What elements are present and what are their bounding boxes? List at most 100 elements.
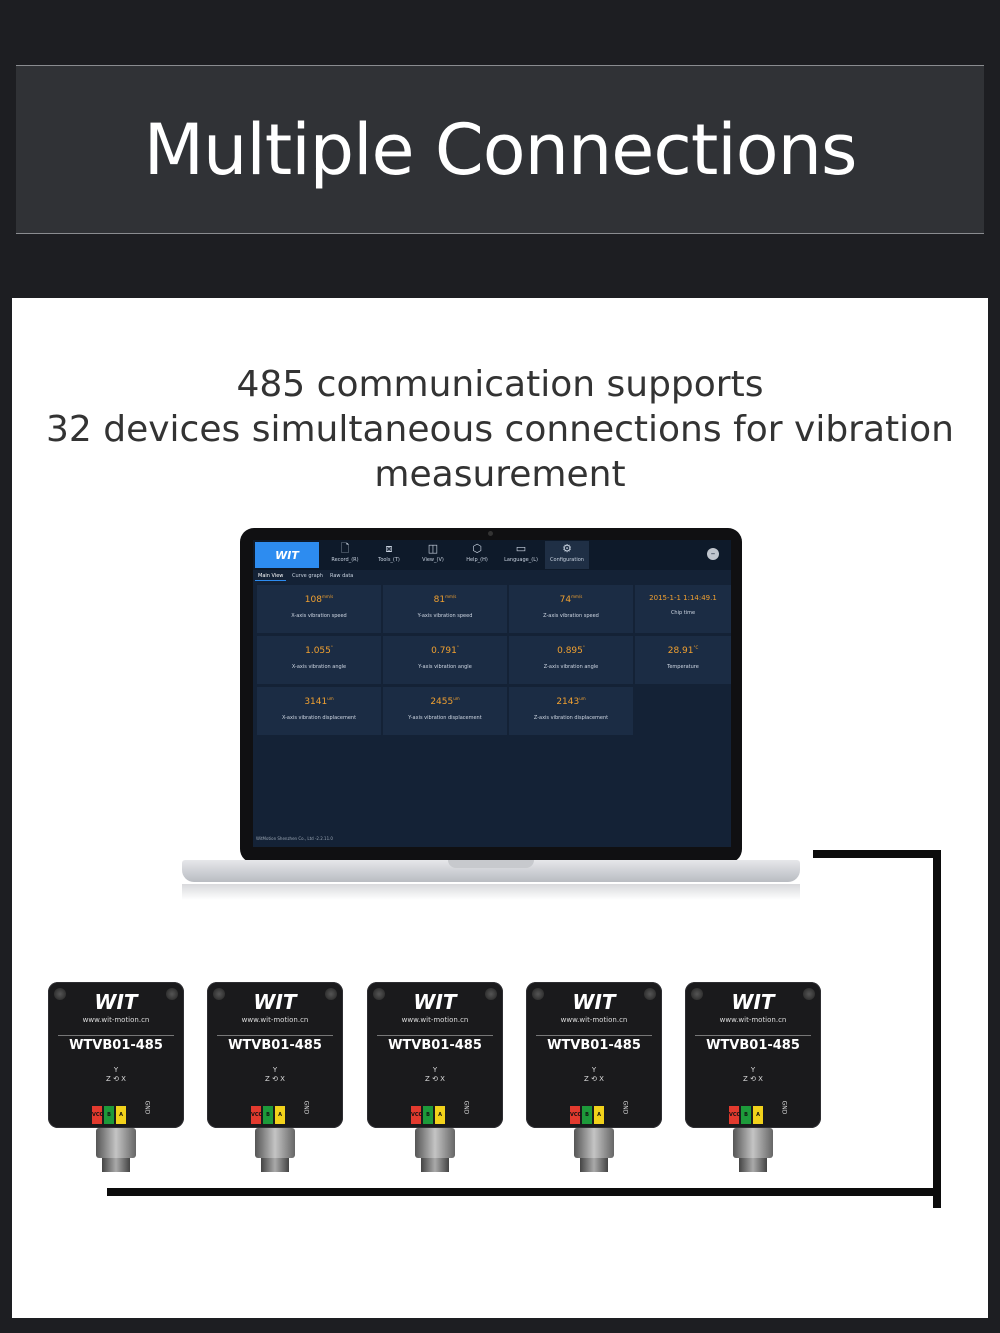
toolbar-language[interactable]: ▭Language_(L) [499,541,543,569]
pin-label: VCC [251,1106,262,1124]
minimize-button[interactable]: – [707,548,719,560]
app-toolbar: WIT 🗋Record_(R) ⧈Tools_(T) ◫View_(V) ⬡He… [253,540,731,570]
axis-y-label: Y [113,1066,119,1074]
cable-bus [107,1188,941,1196]
card-unit: ° [330,645,333,650]
sensor-model: WTVB01-485 [547,1038,641,1053]
toolbar-tools[interactable]: ⧈Tools_(T) [367,541,411,569]
cable-right-vertical [933,850,941,1208]
card-unit: mm/s [321,594,334,599]
tab-raw-data[interactable]: Raw data [330,573,354,579]
sensor-model: WTVB01-485 [228,1038,322,1053]
cable-gland-nut [739,1158,767,1172]
title-banner: Multiple Connections [16,65,984,234]
divider [377,1035,493,1036]
axis-y-label: Y [432,1066,438,1074]
tab-curve-graph[interactable]: Curve graph [292,573,323,579]
laptop-shadow [182,884,800,900]
screw-icon [54,988,66,1000]
screw-icon [803,988,815,1000]
pin-label: A [435,1106,445,1124]
pin-label: B [423,1106,433,1124]
gear-icon: ⚙ [562,542,572,555]
sensor-model: WTVB01-485 [706,1038,800,1053]
cable-gland-nut [261,1158,289,1172]
card-unit: ° [456,645,459,650]
screw-icon [644,988,656,1000]
card-x-angle: 1.055°X-axis vibration angle [257,636,381,684]
axis-zx-label: Z ⟲ X [743,1075,763,1083]
toolbar-configuration[interactable]: ⚙ Configuration [545,541,589,569]
axis-zx-label: Z ⟲ X [265,1075,285,1083]
card-label: X-axis vibration speed [291,613,347,619]
file-icon: 🗋 [340,542,350,555]
card-y-angle: 0.791° Y-axis vibration angle [383,636,507,684]
toolbar-record-label: Record_(R) [331,557,359,563]
axis-zx-label: Z ⟲ X [584,1075,604,1083]
screw-icon [485,988,497,1000]
card-label: X-axis vibration displacement [281,715,357,721]
divider [536,1035,652,1036]
page-title: Multiple Connections [143,108,858,191]
toolbar-record[interactable]: 🗋 Record_(R) [323,541,367,569]
card-unit: mm/s [571,594,583,599]
screw-icon [213,988,225,1000]
pin-label: A [275,1106,285,1124]
cable-gland [733,1128,773,1158]
sensor-url: www.wit-motion.cn [82,1016,150,1024]
card-label: Y-axis vibration speed [417,613,473,619]
subtitle-line-1: 485 communication supports [236,364,764,405]
toolbar-help[interactable]: ⬡Help_(H) [455,541,499,569]
pin-gnd-label: GND [302,1100,310,1115]
screw-icon [691,988,703,1000]
pin-label: VCC [570,1106,581,1124]
laptop-notch [448,860,534,868]
laptop-screen: WIT 🗋Record_(R) ⧈Tools_(T) ◫View_(V) ⬡He… [253,540,731,847]
toolbar-help-label: Help_(H) [466,557,488,563]
sensor-url: www.wit-motion.cn [401,1016,469,1024]
cable-gland [415,1128,455,1158]
pin-gnd-label: GND [462,1100,470,1115]
divider [217,1035,333,1036]
screw-icon [325,988,337,1000]
pin-label: VCC [411,1106,422,1124]
toolbar-view[interactable]: ◫View_(V) [411,541,455,569]
card-label: Y-axis vibration displacement [408,715,482,721]
card-label: Z-axis vibration speed [543,613,599,619]
card-value: 2143 [556,697,580,707]
sensor-logo: WIT [572,990,616,1014]
toolbar-configuration-label: Configuration [550,557,584,563]
screw-icon [532,988,544,1000]
subtitle-line-2: 32 devices simultaneous connections for … [46,409,954,450]
axis-y-label: Y [591,1066,597,1074]
card-unit: mm/s [445,594,457,599]
card-unit: um [453,696,460,701]
toolbar-tools-label: Tools_(T) [378,557,400,563]
tab-main-view[interactable]: Main View [255,572,287,581]
card-label: X-axis vibration angle [291,664,347,670]
sensor-url: www.wit-motion.cn [560,1016,628,1024]
screw-icon [166,988,178,1000]
sensor-url: www.wit-motion.cn [719,1016,787,1024]
card-value: 3141 [304,697,328,707]
card-value: 0.791 [431,646,457,656]
card-value: 74 [559,595,572,605]
card-label: Y-axis vibration angle [418,664,472,670]
screw-icon [373,988,385,1000]
